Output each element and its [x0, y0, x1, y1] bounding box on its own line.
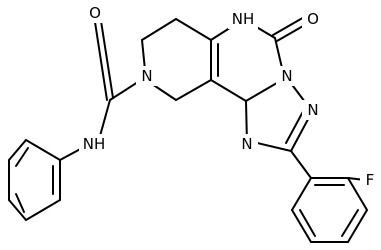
- bond-carbamoyl-o-b: [100, 20, 114, 99]
- bond-ch2-n-pip: [141, 39, 146, 71]
- atom-label-n-triazole-left: N: [241, 135, 252, 153]
- bond-fph-inner-3: [299, 209, 316, 237]
- bond-ch2-c4a: [175, 79, 212, 101]
- atom-nh-amide: NH: [79, 134, 109, 154]
- atom-n-piperidine: N: [136, 66, 158, 86]
- bond-fph-3: [347, 209, 368, 243]
- atom-label-nh-amide: NH: [83, 135, 106, 153]
- bond-c8a-ch2-top: [175, 18, 212, 41]
- atom-label-fluorine: F: [366, 171, 375, 189]
- bond-fused-c4a: [210, 79, 247, 102]
- atom-label-n-triazole-right: N: [307, 101, 318, 119]
- bond-carbonyl-oxo-a: [272, 15, 307, 36]
- bond-ph-5: [8, 139, 27, 161]
- atom-label-carbonyl-o: O: [89, 4, 101, 22]
- bond-layer: [8, 15, 368, 243]
- atom-label-oxo: O: [307, 10, 319, 28]
- atom-label-n-piperidine: N: [141, 67, 152, 85]
- bond-c-n-triazole: [252, 141, 292, 152]
- bond-ph-3: [8, 199, 27, 221]
- bond-ch2-top-ch2: [141, 18, 177, 41]
- atom-n-triazole-left: N: [236, 134, 258, 154]
- bond-carbamoyl-nh: [99, 99, 111, 137]
- bond-triazole-aryl: [290, 150, 312, 179]
- bond-ph-inner-3: [15, 147, 29, 167]
- bond-ph-inner-2: [15, 193, 25, 213]
- atom-n-triazole-top: N: [276, 66, 298, 86]
- atom-fluorine: F: [360, 170, 380, 190]
- atom-carbonyl-o: O: [84, 3, 106, 23]
- atom-oxo: O: [302, 9, 324, 29]
- bond-fph-inner-2: [341, 209, 359, 237]
- atom-n-triazole-right: N: [302, 100, 324, 120]
- atom-label-layer: NH O N N N N O NH: [79, 3, 380, 190]
- bond-ph-6: [25, 139, 61, 161]
- bond-fph-6: [291, 177, 312, 211]
- atom-nh-ring: NH: [228, 9, 258, 29]
- bond-fph-5: [291, 209, 312, 243]
- bond-carbonyl-n: [274, 37, 283, 69]
- atom-label-nh-ring: NH: [232, 10, 255, 28]
- bond-n-pip-carbamoyl: [109, 79, 142, 101]
- atom-label-n-triazole-top: N: [281, 67, 292, 85]
- bond-carbamoyl-o-a: [94, 21, 108, 101]
- bond-n-pip-ch2: [151, 83, 177, 101]
- bond-fph-2: [347, 177, 368, 211]
- bond-ph-2: [25, 199, 61, 221]
